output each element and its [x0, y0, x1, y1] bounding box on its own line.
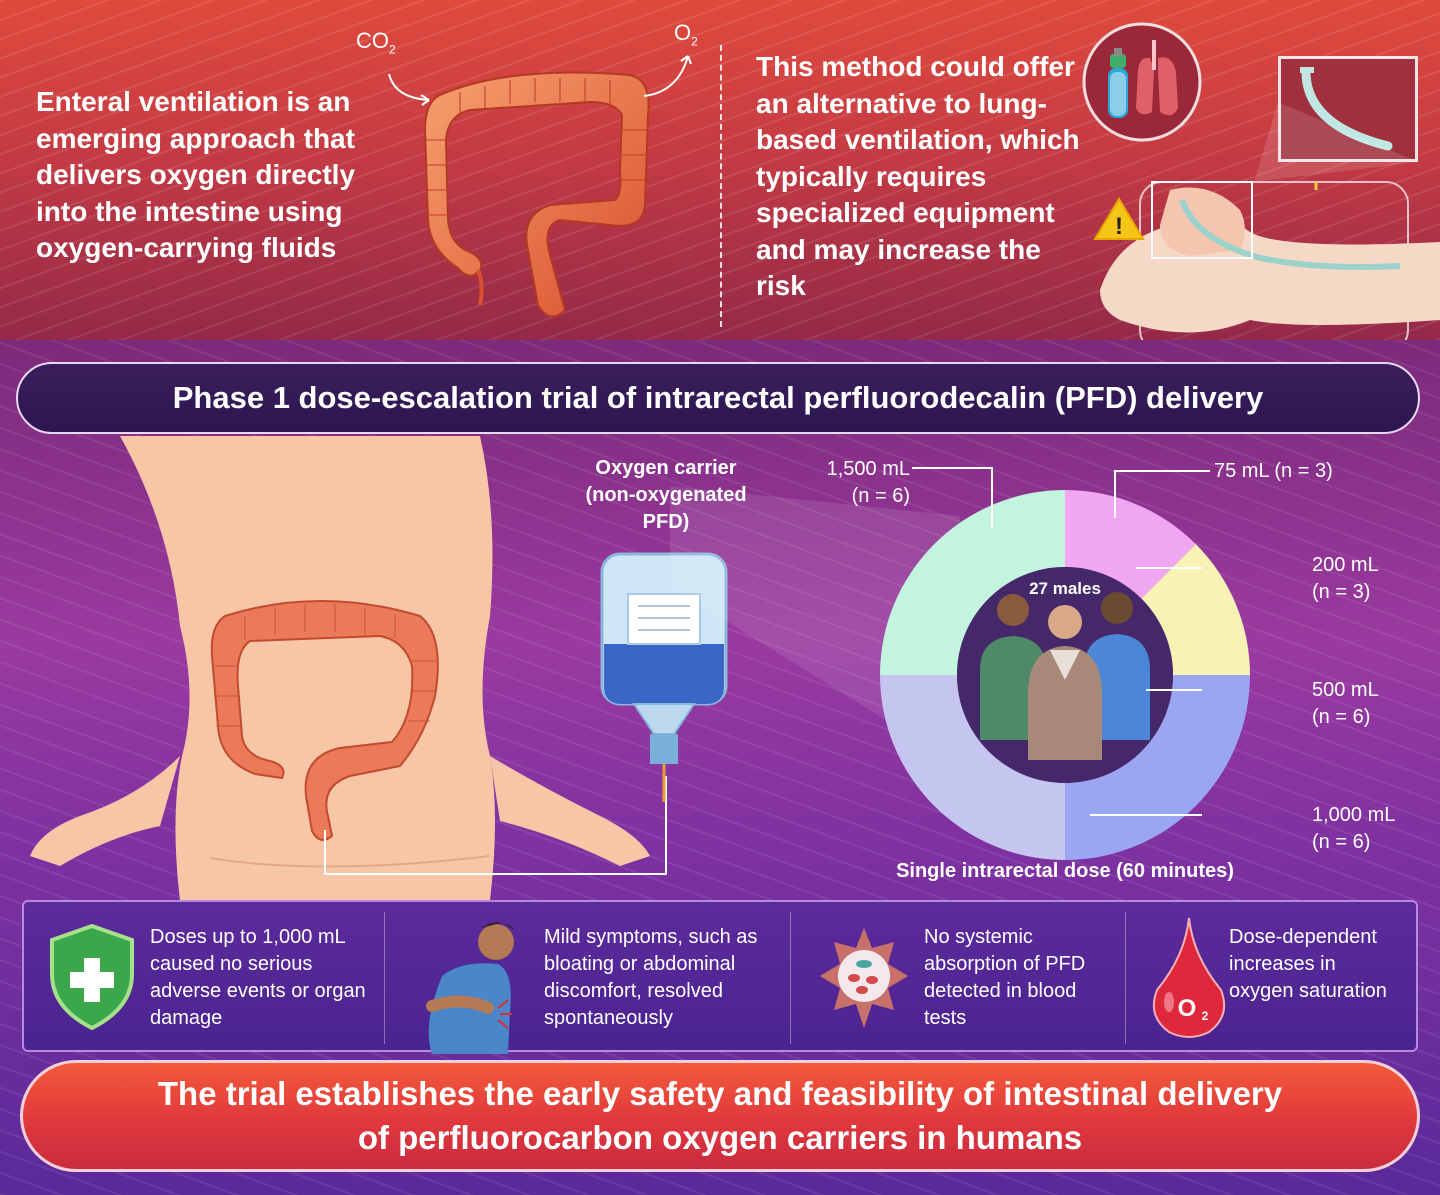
top-panel: Enteral ventilation is an emerging appro… — [0, 0, 1440, 355]
shield-plus-icon — [50, 923, 134, 1031]
finding-safety: Doses up to 1,000 mL caused no serious a… — [24, 902, 384, 1050]
finding-absorption: No systemic absorption of PFD detected i… — [790, 902, 1125, 1050]
label-1500: 1,500 mL (n = 6) — [826, 458, 910, 507]
o2-label: O2 — [674, 20, 698, 49]
ventilated-patient-illustration — [1100, 181, 1440, 353]
alternative-text: This method could offer an alternative t… — [756, 51, 1080, 301]
endotracheal-tube-inset — [1278, 56, 1418, 162]
finding-divider — [790, 912, 791, 1044]
trial-title: Phase 1 dose-escalation trial of intrare… — [172, 380, 1264, 415]
leader-lines — [912, 467, 1210, 816]
finding-text: Mild symptoms, such as bloating or abdom… — [544, 926, 758, 1029]
label-75: 75 mL (n = 3) — [1214, 460, 1333, 482]
finding-divider — [384, 912, 385, 1044]
finding-divider — [1125, 912, 1126, 1044]
conclusion-text: The trial establishes the early safety a… — [157, 1075, 1283, 1156]
iv-bag-icon — [600, 552, 728, 802]
blood-cell-icon — [820, 928, 908, 1028]
blood-drop-o2-icon: O 2 — [1153, 917, 1225, 1038]
center-label: 27 males — [1029, 579, 1101, 598]
conclusion-banner: The trial establishes the early safety a… — [20, 1060, 1420, 1172]
tubing — [324, 776, 667, 875]
label-500: 500 mL (n = 6) — [1312, 679, 1379, 728]
finding-text: No systemic absorption of PFD detected i… — [924, 926, 1086, 1029]
leader-75 — [1114, 470, 1210, 518]
co2-label: CO2 — [356, 28, 396, 57]
slice-1500 — [880, 490, 1065, 675]
slice-75 — [1065, 490, 1196, 599]
finding-text: Dose-dependent increases in oxygen satur… — [1229, 926, 1387, 1002]
finding-saturation: O 2 Dose-dependent increases in oxygen s… — [1125, 902, 1415, 1050]
colon-shape — [423, 71, 650, 318]
label-1000: 1,000 mL (n = 6) — [1312, 804, 1396, 853]
svg-text:2: 2 — [1202, 1009, 1209, 1023]
trial-title-banner: Phase 1 dose-escalation trial of intrare… — [16, 362, 1420, 434]
findings-panel: Doses up to 1,000 mL caused no serious a… — [22, 900, 1418, 1054]
dashed-divider — [720, 45, 722, 327]
zoom-wedge — [1254, 102, 1418, 182]
colon-illustration — [423, 71, 650, 318]
dose-caption: Single intrarectal dose (60 minutes) — [896, 860, 1234, 882]
dose-donut-chart: 27 males — [880, 490, 1250, 860]
svg-text:!: ! — [1115, 213, 1123, 240]
slice-200 — [1141, 544, 1250, 675]
stomach-ache-icon — [426, 922, 514, 1054]
carrier-label: Oxygen carrier (non-oxygenated PFD) — [585, 457, 747, 533]
warning-icon: ! — [1093, 197, 1145, 240]
finding-text: Doses up to 1,000 mL caused no serious a… — [150, 926, 366, 1029]
torso-colon — [210, 600, 439, 841]
slice-1000 — [880, 675, 1065, 860]
torso-illustration — [30, 436, 650, 900]
intro-text: Enteral ventilation is an emerging appro… — [36, 86, 356, 263]
o2-arrow-icon — [643, 55, 692, 97]
svg-text:O: O — [1178, 995, 1197, 1022]
lungs-oxygen-icon — [1082, 22, 1202, 142]
leader-1500 — [912, 467, 993, 528]
co2-arrow-icon — [388, 73, 430, 106]
males-group-icon — [980, 592, 1150, 760]
slice-500 — [1065, 675, 1250, 860]
label-200: 200 mL (n = 3) — [1312, 554, 1379, 603]
finding-symptoms: Mild symptoms, such as bloating or abdom… — [384, 902, 789, 1054]
